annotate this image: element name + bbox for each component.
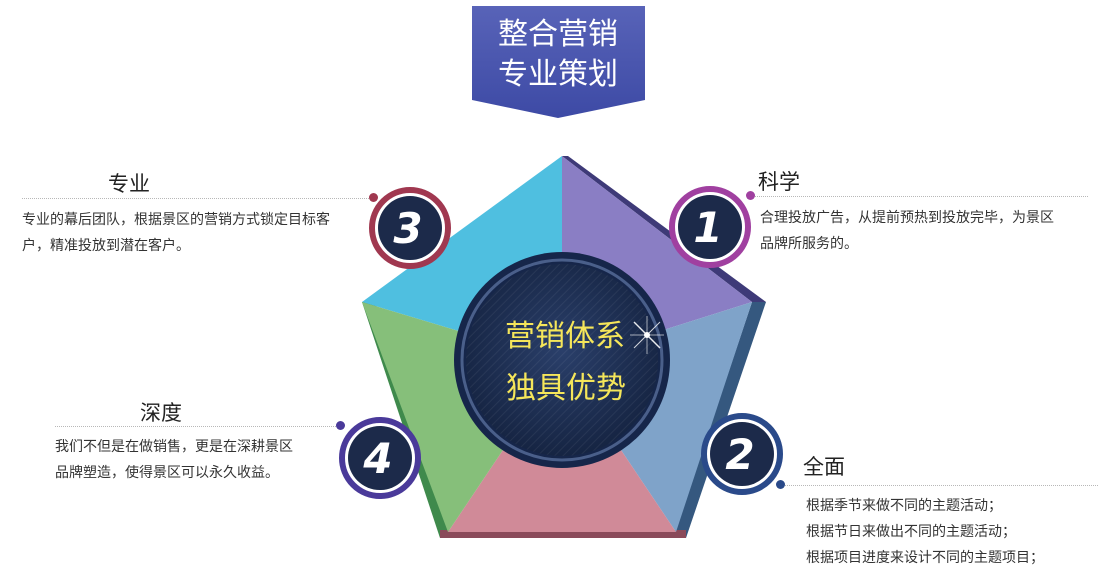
depth-line-2: 品牌塑造，使得景区可以永久收益。 bbox=[55, 465, 279, 481]
center-line-1: 营销体系 bbox=[505, 319, 625, 354]
comprehensive-line-3: 根据项目进度来设计不同的主题项目； bbox=[806, 550, 1044, 566]
center-circle-ring bbox=[460, 258, 664, 462]
depth-rule bbox=[55, 426, 336, 427]
center-hub: 营销体系 独具优势 bbox=[454, 252, 670, 468]
science-rule bbox=[755, 196, 1088, 197]
banner-shape bbox=[472, 6, 645, 118]
comprehensive-rule bbox=[785, 485, 1098, 486]
depth-line-1: 我们不但是在做销售，更是在深耕景区 bbox=[55, 439, 293, 455]
professional-line-2: 户，精准投放到潜在客户。 bbox=[22, 238, 190, 254]
banner-line-2: 专业策划 bbox=[498, 57, 618, 92]
center-line-2: 独具优势 bbox=[506, 371, 626, 406]
professional-description: 专业的幕后团队，根据景区的营销方式锁定目标客 户，精准投放到潜在客户。 bbox=[22, 207, 330, 259]
badge-1-number: 1 bbox=[693, 203, 722, 252]
professional-rule bbox=[22, 198, 369, 199]
badge-2: 2 bbox=[701, 413, 783, 495]
badge-1: 1 bbox=[669, 186, 751, 268]
badge-3: 3 bbox=[369, 187, 451, 269]
depth-description: 我们不但是在做销售，更是在深耕景区 品牌塑造，使得景区可以永久收益。 bbox=[55, 434, 293, 486]
comprehensive-description: 根据季节来做不同的主题活动； 根据节日来做出不同的主题活动； 根据项目进度来设计… bbox=[806, 493, 1044, 571]
badge-2-number: 2 bbox=[725, 430, 754, 479]
science-line-1: 合理投放广告，从提前预热到投放完毕，为景区 bbox=[760, 210, 1054, 226]
science-dot bbox=[746, 191, 755, 200]
comprehensive-title: 全面 bbox=[803, 455, 845, 479]
depth-title: 深度 bbox=[140, 401, 182, 425]
badge-4: 4 bbox=[339, 417, 421, 499]
banner: 整合营销 专业策划 bbox=[472, 6, 645, 118]
science-line-2: 品牌所服务的。 bbox=[760, 236, 858, 252]
sparkle-icon bbox=[630, 316, 664, 354]
science-title: 科学 bbox=[758, 170, 800, 194]
professional-title: 专业 bbox=[108, 172, 150, 196]
professional-line-1: 专业的幕后团队，根据景区的营销方式锁定目标客 bbox=[22, 212, 330, 228]
badge-4-number: 4 bbox=[362, 434, 392, 483]
depth-dot bbox=[336, 421, 345, 430]
badge-3-number: 3 bbox=[393, 204, 422, 253]
comprehensive-line-2: 根据节日来做出不同的主题活动； bbox=[806, 524, 1016, 540]
center-circle-texture bbox=[466, 264, 658, 456]
science-description: 合理投放广告，从提前预热到投放完毕，为景区 品牌所服务的。 bbox=[760, 205, 1054, 257]
comprehensive-line-1: 根据季节来做不同的主题活动； bbox=[806, 498, 1002, 514]
professional-dot bbox=[369, 193, 378, 202]
comprehensive-dot bbox=[776, 480, 785, 489]
banner-line-1: 整合营销 bbox=[498, 17, 618, 52]
